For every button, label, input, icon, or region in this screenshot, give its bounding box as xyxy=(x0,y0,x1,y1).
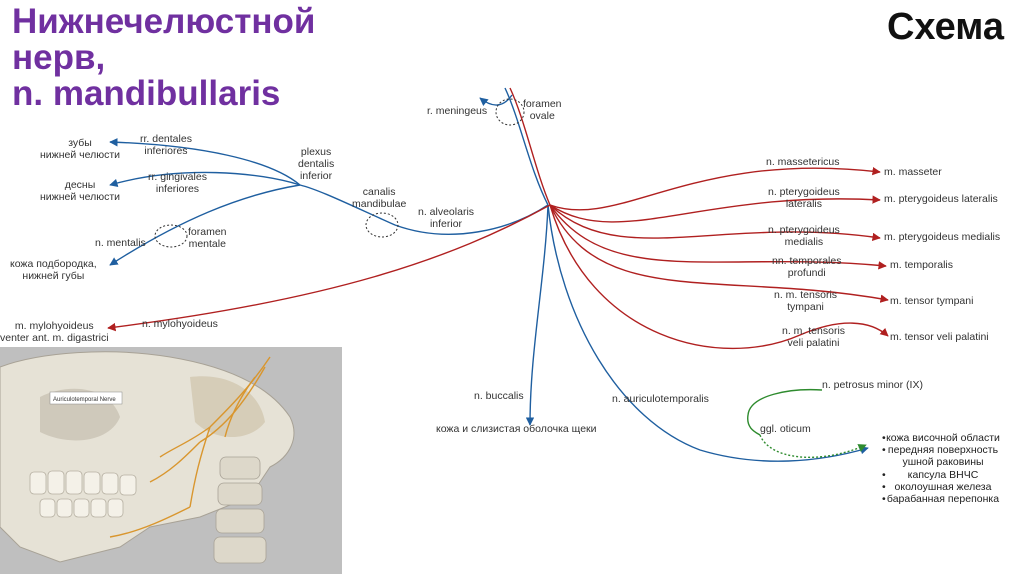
r-meningeus-line xyxy=(479,94,513,107)
foramen-mentale-ellipse xyxy=(154,224,188,248)
label-n-massetericus: n. massetericus xyxy=(766,156,840,168)
rr-dentales-line xyxy=(109,138,301,186)
n-massetericus-line xyxy=(549,166,881,211)
label-n-tensoris-veli: n. m. tensoris veli palatini xyxy=(782,325,846,349)
label-chin-skin: кожа подбородка, нижней губы xyxy=(10,258,97,282)
bullet-dot: • xyxy=(882,468,886,481)
target-item: •барабанная перепонка xyxy=(882,493,1000,506)
label-m-pteryg-med: m. pterygoideus medialis xyxy=(884,231,1001,243)
label-teeth: зубы нижней челюсти xyxy=(40,137,120,161)
n-mylohyoideus-line xyxy=(107,204,551,332)
bullet-dot: • xyxy=(882,432,886,444)
nn-temporales-line xyxy=(549,204,887,270)
label-m-tensor-tymp: m. tensor tympani xyxy=(890,295,974,307)
label-cheek: кожа и слизистая оболочка щеки xyxy=(436,423,597,435)
label-m-pteryg-lat: m. pterygoideus lateralis xyxy=(884,193,998,205)
label-nn-temporales: nn. temporales profundi xyxy=(772,255,842,279)
page-title: Нижнечелюстной нерв, n. mandibullaris xyxy=(12,4,315,112)
target-item: •околоушная железа xyxy=(882,480,992,493)
title-line-2: нерв, xyxy=(12,38,106,77)
label-n-petrosus: n. petrosus minor (IX) xyxy=(822,379,923,391)
skull-drawing: Auriculotemporal Nerve xyxy=(0,347,342,574)
label-n-auriculotemporalis: n. auriculotemporalis xyxy=(612,393,709,405)
title-line-3: n. mandibullaris xyxy=(12,74,281,113)
n-alveolaris-line xyxy=(299,184,549,235)
label-m-temporalis: m. temporalis xyxy=(890,259,954,271)
label-rr-gingivales: rr. gingivales inferiores xyxy=(148,171,207,195)
label-foramen-ovale: foramen ovale xyxy=(523,98,562,122)
n-petrosus-line xyxy=(747,388,823,436)
label-m-masseter: m. masseter xyxy=(884,166,942,178)
label-m-tensor-veli: m. tensor veli palatini xyxy=(890,331,989,343)
label-n-mentalis: n. mentalis xyxy=(95,237,146,249)
red-trunk xyxy=(509,87,551,206)
n-buccalis-line xyxy=(525,204,549,426)
n-tensoris-veli-line xyxy=(549,204,889,350)
label-r-meningeus: r. meningeus xyxy=(427,105,488,117)
title-line-1: Нижнечелюстной xyxy=(12,2,316,41)
n-pteryg-med-line xyxy=(549,204,881,242)
target-item: •кожа височной области xyxy=(882,432,1000,444)
label-n-pteryg-med: n. pterygoideus medialis xyxy=(768,224,840,248)
label-m-mylohyoideus: m. mylohyoideus venter ant. m. digastric… xyxy=(0,320,109,344)
label-n-tensoris-tymp: n. m. tensoris tympani xyxy=(774,289,838,313)
label-n-buccalis: n. buccalis xyxy=(474,390,524,402)
label-plexus: plexus dentalis inferior xyxy=(298,146,335,182)
target-item: •капсула ВНЧС xyxy=(882,468,979,481)
label-n-alveolaris: n. alveolaris inferior xyxy=(418,206,475,230)
bullet-dot: • xyxy=(882,480,886,493)
label-rr-dentales: rr. dentales inferiores xyxy=(140,133,192,157)
label-canalis: canalis mandibulae xyxy=(352,186,407,210)
illustration-caption: Auriculotemporal Nerve xyxy=(53,397,116,403)
rr-gingivales-line xyxy=(109,171,301,187)
n-pteryg-lat-line xyxy=(549,195,881,223)
skull-illustration: Auriculotemporal Nerve xyxy=(0,347,342,574)
auriculotemporal-targets: •кожа височной области •передняя поверхн… xyxy=(878,432,1008,505)
target-item: ушной раковины xyxy=(902,456,984,469)
label-n-pteryg-lat: n. pterygoideus lateralis xyxy=(768,186,840,210)
target-item: •передняя поверхность xyxy=(882,444,999,457)
bullet-dot: • xyxy=(882,493,886,506)
foramen-ovale-ellipse xyxy=(495,98,525,126)
n-tensoris-tymp-line xyxy=(549,204,889,303)
blue-trunk xyxy=(504,87,549,206)
ggl-oticum-line xyxy=(759,434,867,459)
label-n-mylohyoideus: n. mylohyoideus xyxy=(142,318,218,330)
label-ggl-oticum: ggl. oticum xyxy=(760,423,811,435)
label-foramen-mentale: foramen mentale xyxy=(188,226,227,250)
n-auriculotemporalis-line xyxy=(547,204,869,462)
canalis-ellipse xyxy=(365,212,399,238)
label-gums: десны нижней челюсти xyxy=(40,179,120,203)
n-mentalis-line xyxy=(109,184,301,266)
bullet-dot: • xyxy=(882,444,886,457)
schema-label: Схема xyxy=(886,6,1004,48)
